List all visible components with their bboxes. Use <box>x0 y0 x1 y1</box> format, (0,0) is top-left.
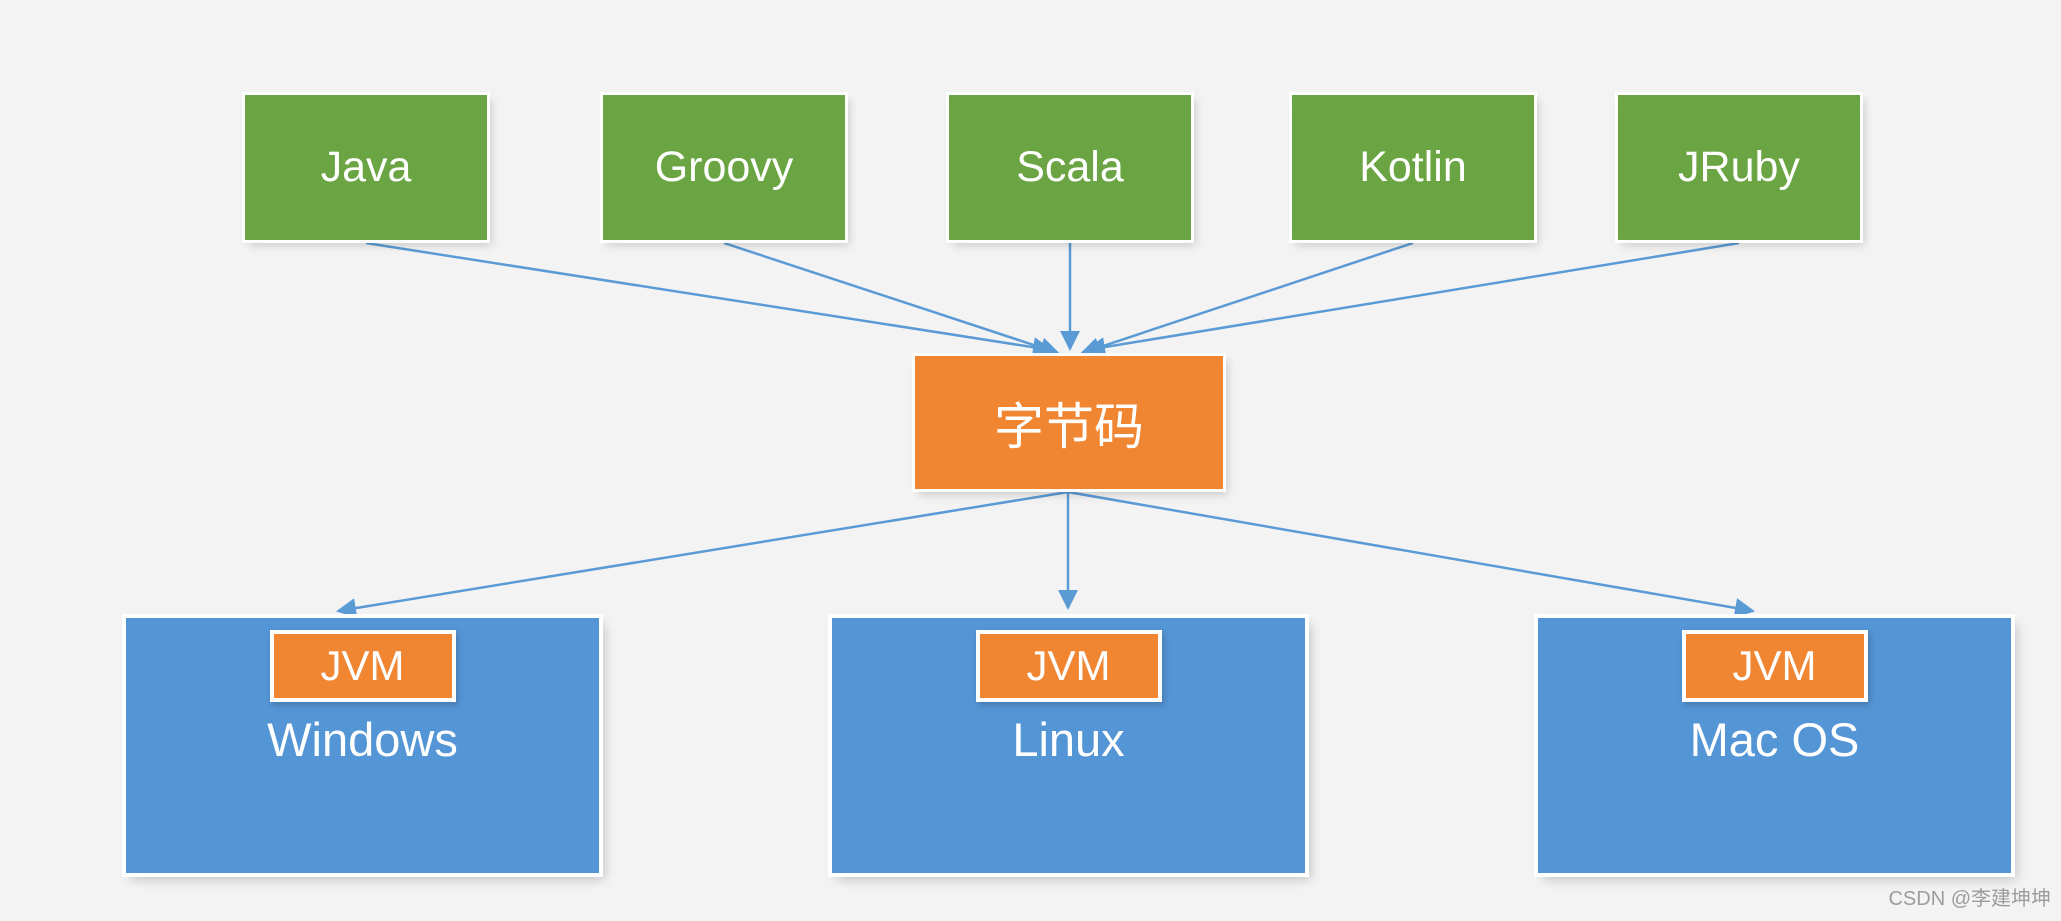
arrow-groovy-to-bytecode <box>723 241 1060 357</box>
jvm-badge: JVM <box>269 630 456 702</box>
language-label: Java <box>320 143 412 191</box>
jvm-badge: JVM <box>1681 630 1868 702</box>
language-label: JRuby <box>1678 143 1800 191</box>
jvm-label: JVM <box>320 642 405 689</box>
platform-box-windows: JVM Windows <box>126 618 599 873</box>
jvm-label: JVM <box>1026 642 1111 689</box>
language-label: Scala <box>1016 143 1124 191</box>
language-box-groovy: Groovy <box>603 95 845 240</box>
arrow-bytecode-to-macos <box>1067 490 1755 618</box>
language-label: Kotlin <box>1359 143 1467 191</box>
bytecode-label: 字节码 <box>994 398 1144 455</box>
language-box-java: Java <box>245 95 487 240</box>
bytecode-box: 字节码 <box>915 356 1223 489</box>
arrow-jruby-to-bytecode <box>1085 241 1740 357</box>
arrow-java-to-bytecode <box>365 241 1053 358</box>
platform-box-linux: JVM Linux <box>832 618 1305 873</box>
jvm-label: JVM <box>1732 642 1817 689</box>
os-label: Mac OS <box>1689 713 1860 766</box>
platform-box-macos: JVM Mac OS <box>1538 618 2011 873</box>
language-box-jruby: JRuby <box>1618 95 1860 240</box>
arrow-bytecode-to-windows <box>336 490 1069 618</box>
os-label: Linux <box>1012 713 1125 766</box>
language-box-kotlin: Kotlin <box>1292 95 1534 240</box>
watermark: CSDN @李建坤坤 <box>1888 888 2051 910</box>
language-box-scala: Scala <box>949 95 1191 240</box>
jvm-badge: JVM <box>975 630 1162 702</box>
language-label: Groovy <box>654 143 794 191</box>
arrow-kotlin-to-bytecode <box>1080 241 1414 357</box>
os-label: Windows <box>267 713 458 766</box>
